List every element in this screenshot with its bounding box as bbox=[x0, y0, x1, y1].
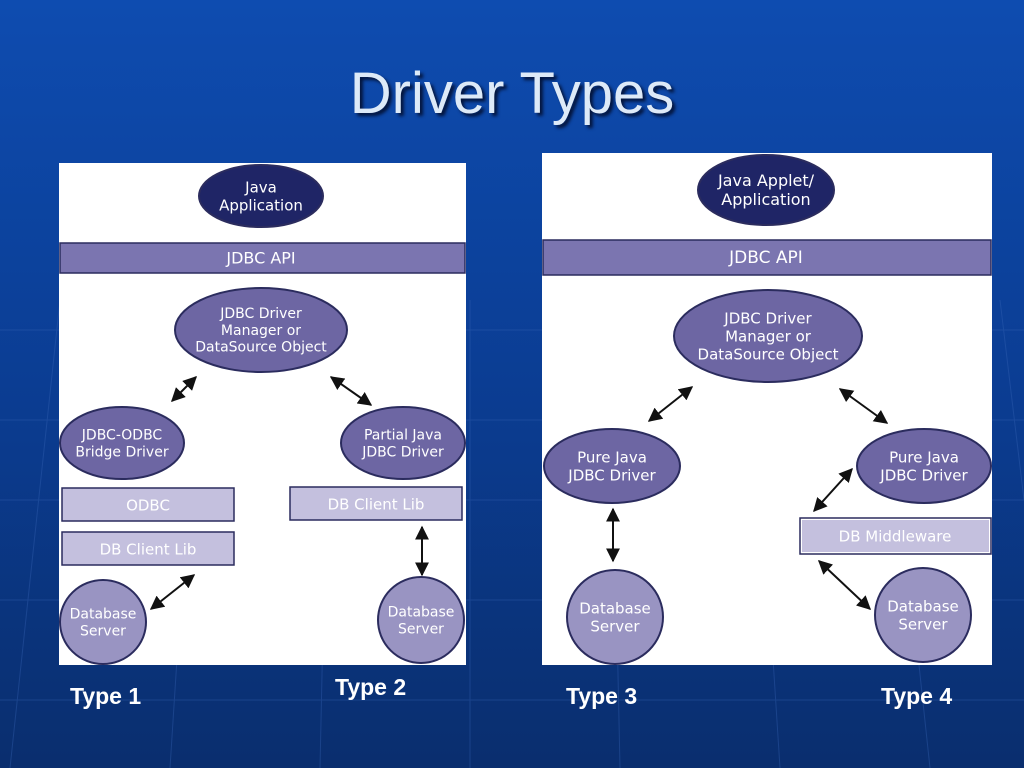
label-line: Application bbox=[219, 196, 303, 214]
label-line: DB Client Lib bbox=[100, 540, 197, 558]
pure-java-driver-node-2 bbox=[856, 428, 992, 504]
label-line: Pure Java bbox=[577, 448, 647, 466]
pure-java-driver-node-1 bbox=[543, 428, 681, 504]
label-line: Database bbox=[388, 605, 455, 621]
label-line: ODBC bbox=[126, 496, 170, 514]
right-diagram: Java Applet/Application JDBC API JDBC Dr… bbox=[542, 154, 992, 665]
arrow-manager-partial bbox=[329, 376, 373, 406]
label-line: JDBC Driver bbox=[723, 309, 812, 327]
java-applet-node bbox=[697, 154, 835, 226]
label-line: Database bbox=[70, 607, 137, 623]
client-lib-label-1: DB Client Lib bbox=[100, 540, 197, 558]
database-server-node-2 bbox=[377, 576, 465, 664]
label-line: Database bbox=[579, 599, 651, 617]
label-line: Server bbox=[590, 617, 640, 635]
right-diagram-panel: Java Applet/Application JDBC API JDBC Dr… bbox=[542, 153, 992, 665]
label-line: Bridge Driver bbox=[75, 444, 168, 460]
label-line: DB Middleware bbox=[839, 527, 952, 545]
label-line: JDBC API bbox=[728, 248, 803, 268]
client-lib-box-1 bbox=[61, 531, 235, 566]
label-line: Java Applet/ bbox=[717, 171, 815, 190]
label-line: JDBC-ODBC bbox=[81, 428, 163, 444]
label-line: Server bbox=[80, 623, 126, 639]
label-line: JDBC Driver bbox=[879, 466, 968, 484]
slide-title: Driver Types bbox=[349, 61, 675, 126]
jdbc-api-bar bbox=[59, 242, 466, 274]
arrow-manager-pure-1 bbox=[647, 386, 694, 422]
type-1-label: Type 1 bbox=[70, 683, 142, 709]
driver-manager-node bbox=[174, 287, 348, 373]
type-2-label: Type 2 bbox=[335, 674, 407, 700]
odbc-label: ODBC bbox=[126, 496, 170, 514]
arrow-clientlib-server-1 bbox=[149, 574, 196, 610]
label-line: DataSource Object bbox=[698, 345, 839, 363]
arrow-middleware-server-4 bbox=[817, 560, 872, 610]
db-middleware-fill bbox=[802, 520, 989, 552]
client-lib-box-2 bbox=[289, 486, 463, 521]
label-line: Server bbox=[898, 615, 948, 633]
bridge-driver-node bbox=[59, 406, 185, 480]
client-lib-label-2: DB Client Lib bbox=[328, 495, 425, 513]
jdbc-api-bar-right bbox=[542, 239, 992, 276]
label-line: Java bbox=[244, 178, 277, 196]
java-applet-label: Java Applet/Application bbox=[717, 171, 815, 209]
label-line: JDBC Driver bbox=[219, 306, 302, 322]
arrow-pure-middleware bbox=[813, 467, 853, 513]
driver-manager-node-right bbox=[673, 289, 863, 383]
arrow-manager-pure-2 bbox=[838, 388, 889, 424]
jdbc-api-label-right: JDBC API bbox=[728, 248, 803, 268]
label-line: Pure Java bbox=[889, 448, 959, 466]
database-server-node-4 bbox=[874, 567, 972, 663]
label-line: Server bbox=[398, 621, 444, 637]
label-line: Partial Java bbox=[364, 428, 442, 444]
label-line: JDBC Driver bbox=[567, 466, 656, 484]
java-application-node bbox=[198, 164, 324, 228]
database-server-node-1 bbox=[59, 579, 147, 665]
odbc-box bbox=[61, 487, 235, 522]
partial-java-driver-node bbox=[340, 406, 466, 480]
label-line: DB Client Lib bbox=[328, 495, 425, 513]
jdbc-api-label: JDBC API bbox=[225, 249, 295, 268]
arrow-manager-bridge bbox=[171, 376, 197, 402]
label-line: Manager or bbox=[221, 323, 301, 339]
label-line: Manager or bbox=[725, 327, 812, 345]
type-3-label: Type 3 bbox=[566, 683, 638, 709]
label-line: Application bbox=[721, 190, 810, 209]
type-4-label: Type 4 bbox=[881, 683, 953, 709]
label-line: Database bbox=[887, 597, 959, 615]
database-server-node-3 bbox=[566, 569, 664, 665]
label-line: DataSource Object bbox=[195, 340, 327, 356]
db-middleware-label: DB Middleware bbox=[839, 527, 952, 545]
label-line: JDBC API bbox=[225, 249, 295, 268]
label-line: JDBC Driver bbox=[361, 444, 444, 460]
